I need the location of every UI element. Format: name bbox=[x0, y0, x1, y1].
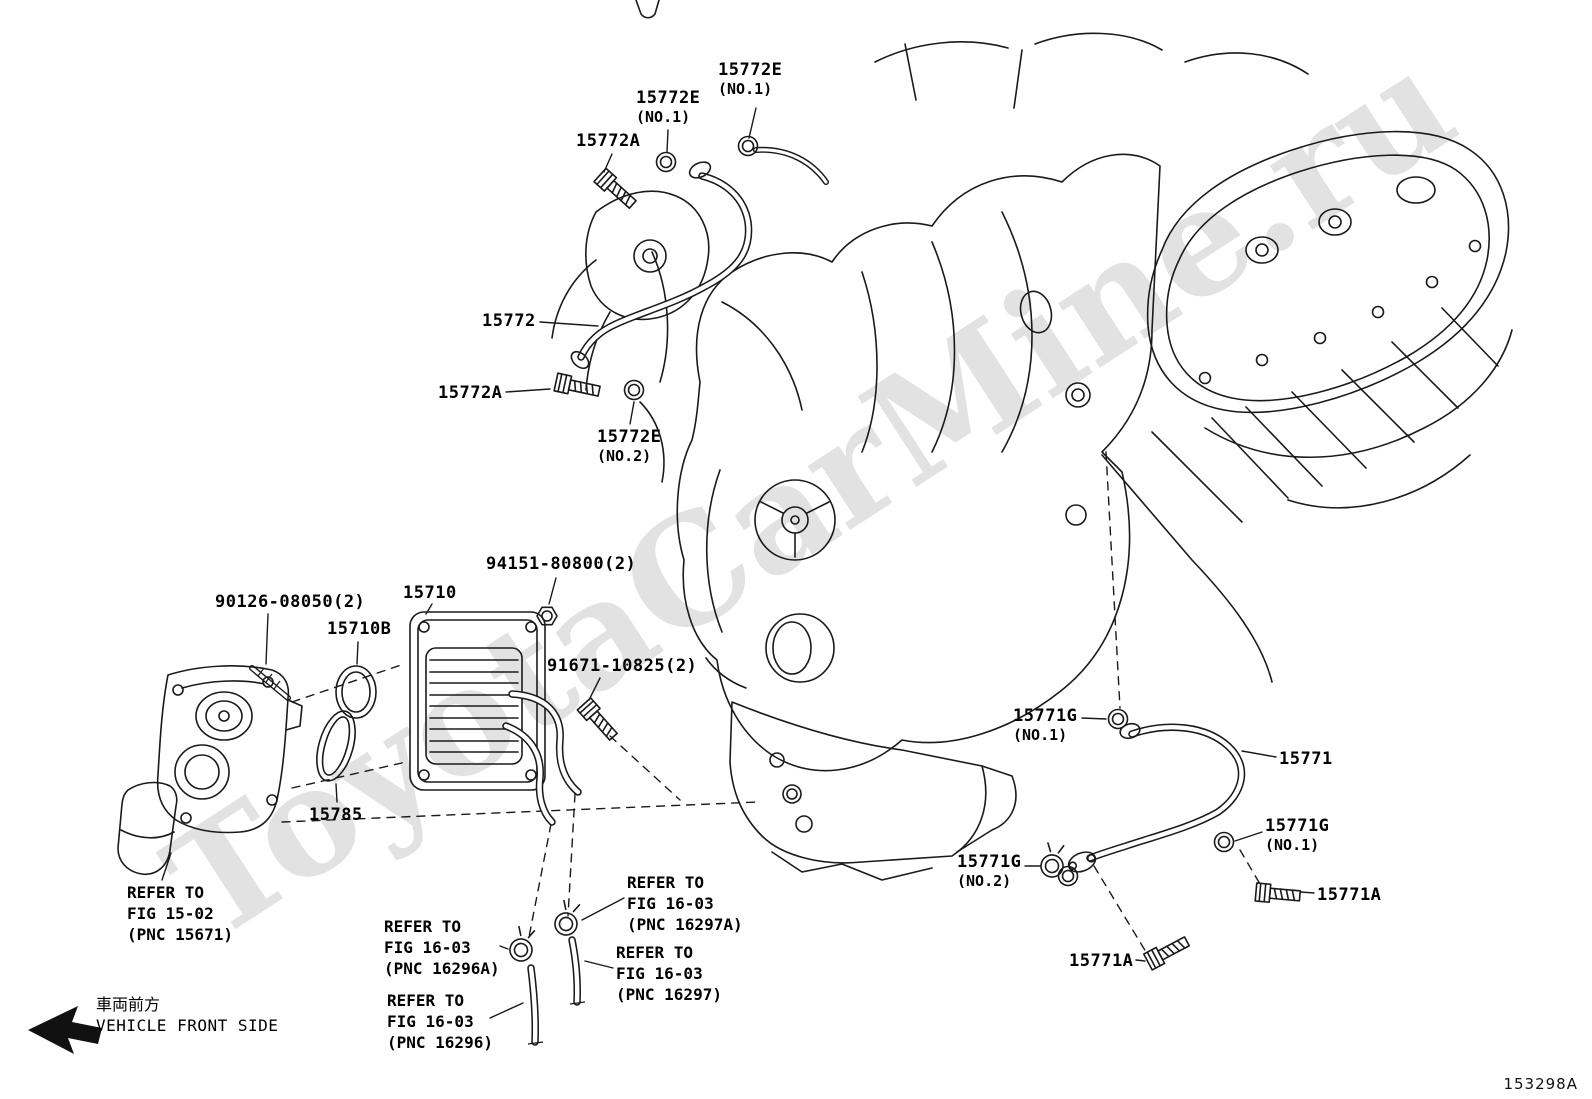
refer-note-fig-16-03-pnc16296a: REFER TO FIG 16-03 (PNC 16296A) bbox=[384, 916, 500, 979]
part-number-note: (NO.2) bbox=[597, 447, 652, 465]
gasket-15772e-no2-icon bbox=[623, 379, 645, 401]
part-number: 15772 bbox=[482, 311, 536, 331]
refer-line: REFER TO bbox=[616, 943, 694, 962]
part-number: 15772E bbox=[597, 427, 662, 447]
refer-note-fig-15-02: REFER TO FIG 15-02 (PNC 15671) bbox=[127, 882, 233, 945]
part-number: 15771G bbox=[957, 852, 1022, 872]
engine-outline bbox=[551, 0, 1513, 881]
refer-line: (PNC 16297A) bbox=[627, 915, 743, 934]
part-label-90126-08050: 90126-08050(2) bbox=[215, 592, 365, 612]
part-label-15771g-no1-a: 15771G (NO.1) bbox=[1013, 706, 1077, 744]
part-label-15772a-mid: 15772A bbox=[438, 383, 502, 403]
oil-filter-bracket bbox=[117, 665, 303, 875]
stud-90126-icon bbox=[250, 666, 290, 700]
part-label-15772e-no1-left: 15772E (NO.1) bbox=[636, 88, 700, 126]
refer-note-fig-16-03-pnc16297a: REFER TO FIG 16-03 (PNC 16297A) bbox=[627, 872, 743, 935]
refer-line: FIG 16-03 bbox=[384, 938, 471, 957]
gasket-15771g-no1b-icon bbox=[1213, 831, 1235, 853]
part-number: 15772E bbox=[718, 60, 783, 80]
part-number: 15771G bbox=[1013, 706, 1078, 726]
bolt-15771a-bottom-icon bbox=[1142, 932, 1192, 971]
refer-line: REFER TO bbox=[127, 883, 205, 902]
refer-note-fig-16-03-pnc16297: REFER TO FIG 16-03 (PNC 16297) bbox=[616, 942, 722, 1005]
clamp-16296a-icon bbox=[506, 925, 539, 965]
part-label-94151-80800: 94151-80800(2) bbox=[486, 554, 636, 574]
part-number: 15772E bbox=[636, 88, 701, 108]
part-number: 15772A bbox=[576, 131, 641, 151]
bolt-91671-icon bbox=[576, 697, 621, 744]
part-label-15771g-no2: 15771G (NO.2) bbox=[957, 852, 1021, 890]
part-number-note: (NO.1) bbox=[636, 108, 691, 126]
part-label-15772e-no2: 15772E (NO.2) bbox=[597, 427, 661, 465]
part-number: 15771G bbox=[1265, 816, 1330, 836]
part-label-15771g-no1-b: 15771G (NO.1) bbox=[1265, 816, 1329, 854]
refer-line: (PNC 16297) bbox=[616, 985, 722, 1004]
union-bolt-15772a-lower-icon bbox=[553, 372, 602, 401]
part-label-15710b: 15710B bbox=[327, 619, 391, 639]
refer-line: (PNC 16296) bbox=[387, 1033, 493, 1052]
part-number-note: (NO.1) bbox=[1013, 726, 1068, 744]
part-number-note: (NO.1) bbox=[1265, 836, 1320, 854]
part-number: 91671-10825(2) bbox=[547, 656, 698, 676]
part-number-note: (NO.1) bbox=[718, 80, 773, 98]
refer-line: (PNC 16296A) bbox=[384, 959, 500, 978]
part-number-note: (NO.2) bbox=[957, 872, 1012, 890]
oil-pipe-15771 bbox=[1038, 708, 1302, 971]
dashed-guide-lines bbox=[281, 451, 1261, 953]
union-bolt-15772a-upper-icon bbox=[593, 167, 640, 212]
leader-lines bbox=[161, 107, 1315, 1019]
oil-pipe-15772 bbox=[553, 135, 829, 401]
refer-line: REFER TO bbox=[384, 917, 462, 936]
part-label-15772e-no1-upper: 15772E (NO.1) bbox=[718, 60, 782, 98]
part-label-15772a-top: 15772A bbox=[576, 131, 640, 151]
clamp-16297a-icon bbox=[551, 899, 584, 939]
part-label-15785: 15785 bbox=[309, 805, 363, 825]
part-label-15772: 15772 bbox=[482, 311, 536, 331]
part-number: 94151-80800(2) bbox=[486, 554, 637, 574]
refer-line: FIG 16-03 bbox=[616, 964, 703, 983]
part-label-15771: 15771 bbox=[1279, 749, 1333, 769]
drawing-number: 153298A bbox=[1503, 1075, 1578, 1093]
gasket-15785-icon bbox=[316, 710, 356, 782]
part-label-15771a-right: 15771A bbox=[1317, 885, 1381, 905]
part-number: 15772A bbox=[438, 383, 503, 403]
refer-line: FIG 16-03 bbox=[387, 1012, 474, 1031]
refer-line: REFER TO bbox=[627, 873, 705, 892]
bolt-15771a-right-icon bbox=[1254, 882, 1302, 906]
part-number: 15710 bbox=[403, 583, 457, 603]
part-label-15771a-bottom: 15771A bbox=[1069, 951, 1133, 971]
vehicle-front-side-en: VEHICLE FRONT SIDE bbox=[96, 1016, 279, 1035]
vehicle-front-side-jp: 車両前方 bbox=[96, 995, 161, 1014]
vehicle-front-arrow-icon bbox=[28, 1006, 102, 1054]
part-number: 15785 bbox=[309, 805, 363, 825]
part-number: 90126-08050(2) bbox=[215, 592, 366, 612]
refer-line: REFER TO bbox=[387, 991, 465, 1010]
refer-line: FIG 15-02 bbox=[127, 904, 214, 923]
refer-line: FIG 16-03 bbox=[627, 894, 714, 913]
part-number: 15771A bbox=[1069, 951, 1134, 971]
part-number: 15771A bbox=[1317, 885, 1382, 905]
gasket-15772e-no1b-icon bbox=[737, 135, 759, 157]
refer-line: (PNC 15671) bbox=[127, 925, 233, 944]
part-number: 15710B bbox=[327, 619, 392, 639]
gasket-15772e-no1-icon bbox=[655, 151, 677, 173]
part-number: 15771 bbox=[1279, 749, 1333, 769]
gasket-15771g-no1-icon bbox=[1107, 708, 1129, 730]
vehicle-front-side-note: 車両前方 VEHICLE FRONT SIDE bbox=[96, 995, 278, 1037]
refer-note-fig-16-03-pnc16296: REFER TO FIG 16-03 (PNC 16296) bbox=[387, 990, 493, 1053]
o-ring-15710b-icon bbox=[335, 665, 377, 719]
oil-cooler-hoses bbox=[502, 690, 582, 826]
part-label-15710: 15710 bbox=[403, 583, 457, 603]
part-label-91671-10825: 91671-10825(2) bbox=[547, 656, 697, 676]
refer-hoses-and-clamps bbox=[506, 899, 586, 1046]
oil-cooler-15710 bbox=[409, 611, 546, 791]
cooler-fasteners bbox=[249, 606, 621, 744]
